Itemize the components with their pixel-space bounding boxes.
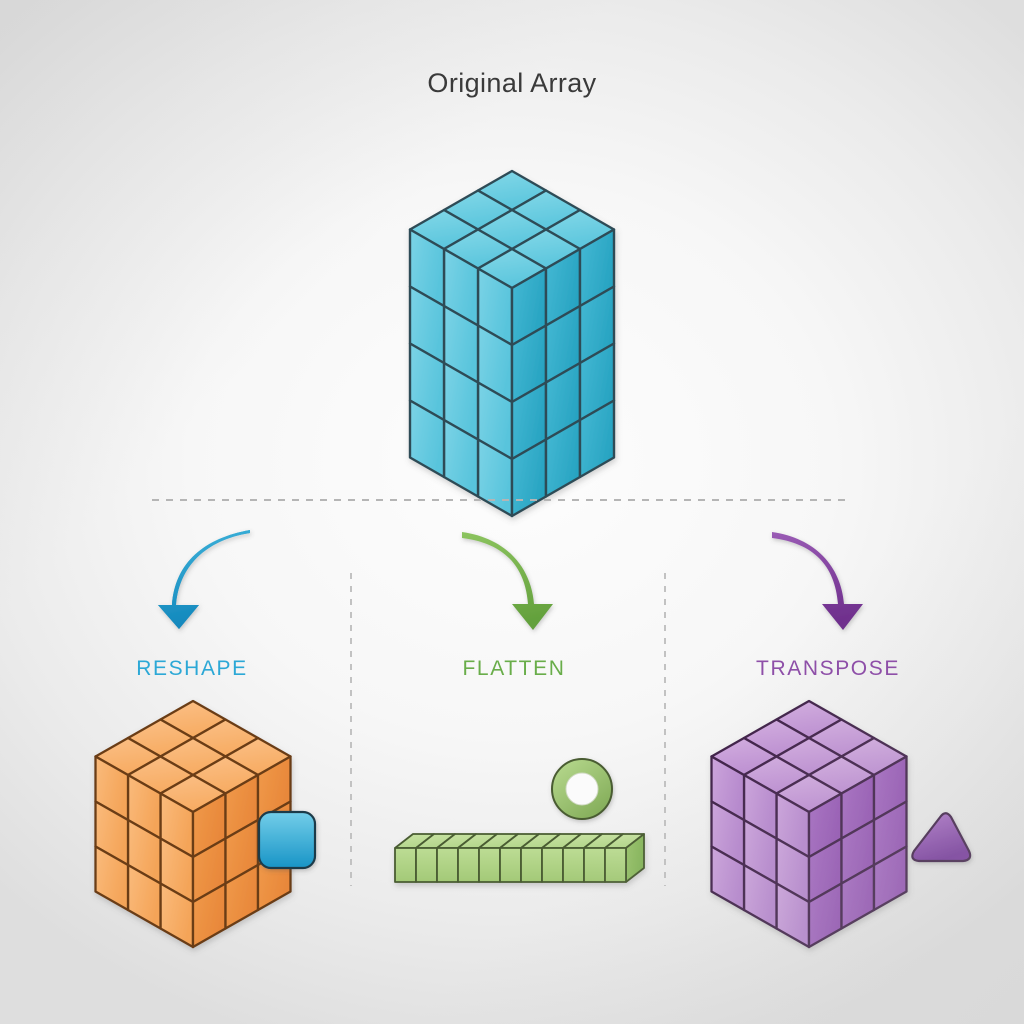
triangle-icon — [911, 812, 972, 863]
reshaped-cube — [94, 699, 292, 949]
rounded-square-icon — [257, 810, 317, 870]
flattened-row — [394, 833, 645, 883]
transpose-arrow-icon — [772, 532, 863, 630]
reshape-arrow-icon — [158, 530, 250, 629]
operation-label-flatten: FLATTEN — [462, 657, 566, 680]
operation-label-reshape: RESHAPE — [136, 657, 248, 680]
transposed-cube — [710, 699, 908, 949]
flatten-arrow-icon — [462, 532, 553, 630]
ring-icon — [551, 758, 613, 820]
operation-label-transpose: TRANSPOSE — [756, 657, 900, 680]
original-array-cube — [408, 169, 616, 518]
page-title: Original Array — [427, 68, 597, 98]
